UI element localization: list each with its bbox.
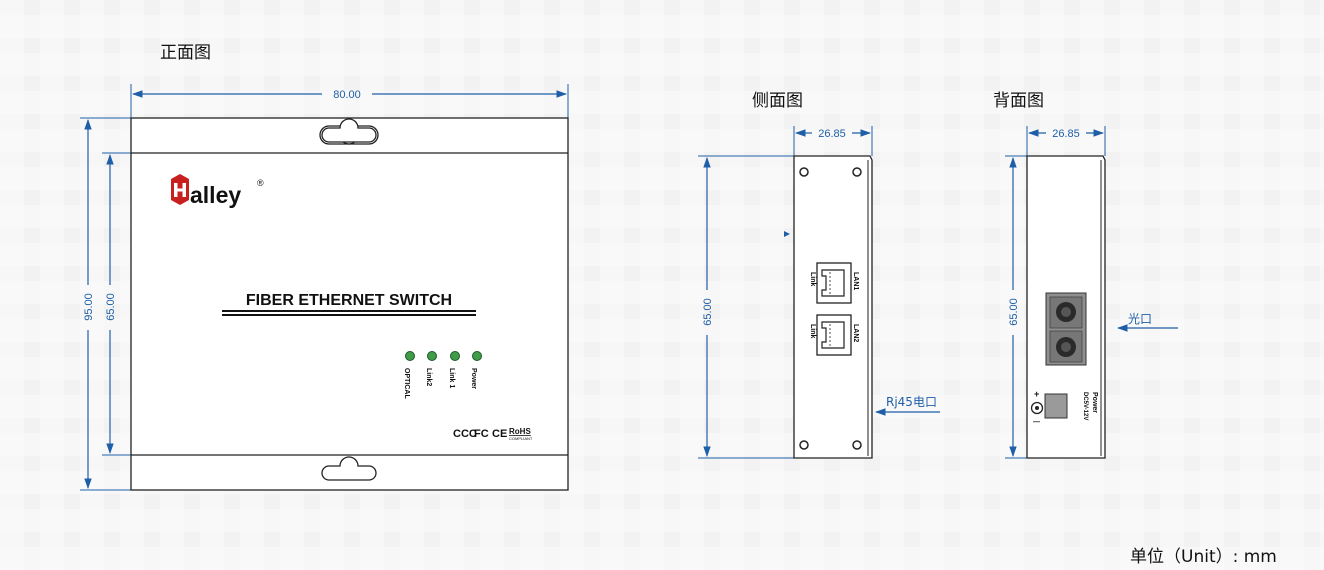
side-width-dimension: 26.85	[818, 128, 846, 140]
certification-marks: CCC FC CE RoHS COMPLIANT	[453, 427, 533, 441]
top-mount-slot	[319, 118, 379, 145]
lan2-label: LAN2	[852, 324, 859, 342]
rohs-mark: RoHS	[509, 427, 531, 436]
led-label-optical: OPTICAL	[403, 368, 410, 399]
front-inner-height-dimension: 65.00	[105, 293, 117, 321]
halley-logo: alley ®	[171, 174, 264, 208]
rj45-port-lan1: LAN1 Link	[809, 262, 859, 304]
side-height-dimension: 65.00	[702, 298, 714, 326]
ce-mark: CE	[492, 428, 507, 440]
back-width-dimension: 26.85	[1052, 128, 1080, 140]
rj45-callout: Rj45电口	[886, 395, 937, 409]
led-label-link2: Link2	[425, 368, 432, 386]
bottom-mount-slot	[321, 456, 377, 481]
side-view: 26.85 65.00 LAN1 Link LAN2 Link	[698, 126, 940, 459]
back-view-title: 背面图	[993, 91, 1044, 111]
product-name: FIBER ETHERNET SWITCH	[246, 292, 452, 309]
lan2-link-label: Link	[809, 324, 816, 338]
back-view: 26.85 65.00 + — Power DC5V-12V	[1005, 126, 1178, 459]
unit-label: 单位（Unit）: mm	[1130, 547, 1277, 567]
front-view: 80.00 95.00 65.00	[80, 84, 569, 491]
led-indicators: OPTICAL Link2 Link 1 Power	[403, 351, 482, 399]
power-jack: + — Power DC5V-12V	[1030, 389, 1098, 426]
fc-mark: FC	[474, 428, 489, 440]
side-view-title: 侧面图	[752, 91, 803, 111]
rohs-compliant: COMPLIANT	[509, 436, 533, 441]
ccc-mark: CCC	[453, 428, 477, 440]
svg-text:alley: alley	[190, 182, 241, 208]
led-label-power: Power	[470, 368, 477, 389]
lan1-label: LAN1	[852, 272, 859, 290]
rj45-port-lan2: LAN2 Link	[809, 314, 859, 356]
optical-callout: 光口	[1128, 312, 1152, 326]
power-label: Power	[1091, 392, 1098, 413]
power-spec: DC5V-12V	[1082, 392, 1088, 420]
front-width-dimension: 80.00	[333, 89, 361, 101]
front-view-title: 正面图	[160, 43, 211, 63]
lan1-link-label: Link	[809, 272, 816, 286]
polarity-minus: —	[1033, 419, 1040, 426]
front-outer-height-dimension: 95.00	[83, 293, 95, 321]
back-height-dimension: 65.00	[1008, 298, 1020, 326]
led-label-link1: Link 1	[448, 368, 455, 388]
polarity-plus: +	[1034, 389, 1039, 399]
svg-text:®: ®	[257, 178, 264, 188]
optical-port	[1045, 292, 1087, 366]
